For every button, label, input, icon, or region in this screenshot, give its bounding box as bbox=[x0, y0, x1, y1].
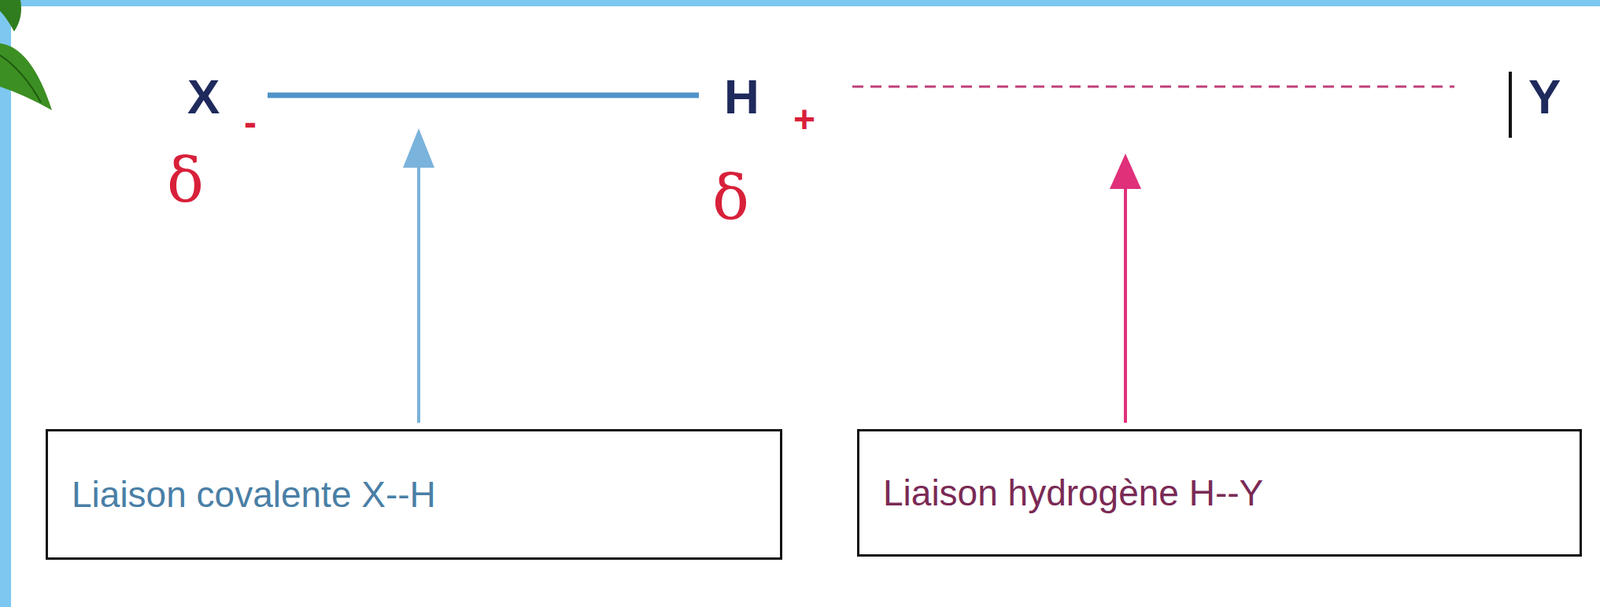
label-box: Liaison hydrogène H--Y bbox=[857, 428, 1582, 557]
leaf bbox=[0, 0, 22, 32]
top-band bbox=[0, 0, 1600, 7]
leaf bbox=[0, 43, 52, 111]
label-box: Liaison covalente X--H bbox=[45, 428, 783, 560]
charge-sign: + bbox=[793, 100, 816, 139]
arrow-head bbox=[1109, 153, 1142, 189]
hydrogen-bond bbox=[852, 85, 1455, 89]
atom-symbol: Y bbox=[1528, 72, 1561, 122]
atom-symbol: H bbox=[724, 72, 760, 122]
charge-sign: - bbox=[243, 103, 257, 142]
partial-charge: δ bbox=[166, 149, 204, 211]
partial-charge: δ bbox=[712, 166, 750, 229]
leaf-vein bbox=[0, 55, 41, 103]
leader-arrow bbox=[1123, 184, 1128, 423]
box-label: Liaison hydrogène H--Y bbox=[883, 471, 1264, 514]
lone-pair bbox=[1508, 71, 1512, 138]
leader-arrow bbox=[417, 161, 421, 423]
arrow-head bbox=[402, 128, 435, 168]
side-band bbox=[0, 0, 12, 607]
covalent-bond bbox=[267, 92, 699, 99]
box-label: Liaison covalente X--H bbox=[71, 472, 437, 516]
atom-symbol: X bbox=[187, 72, 220, 122]
